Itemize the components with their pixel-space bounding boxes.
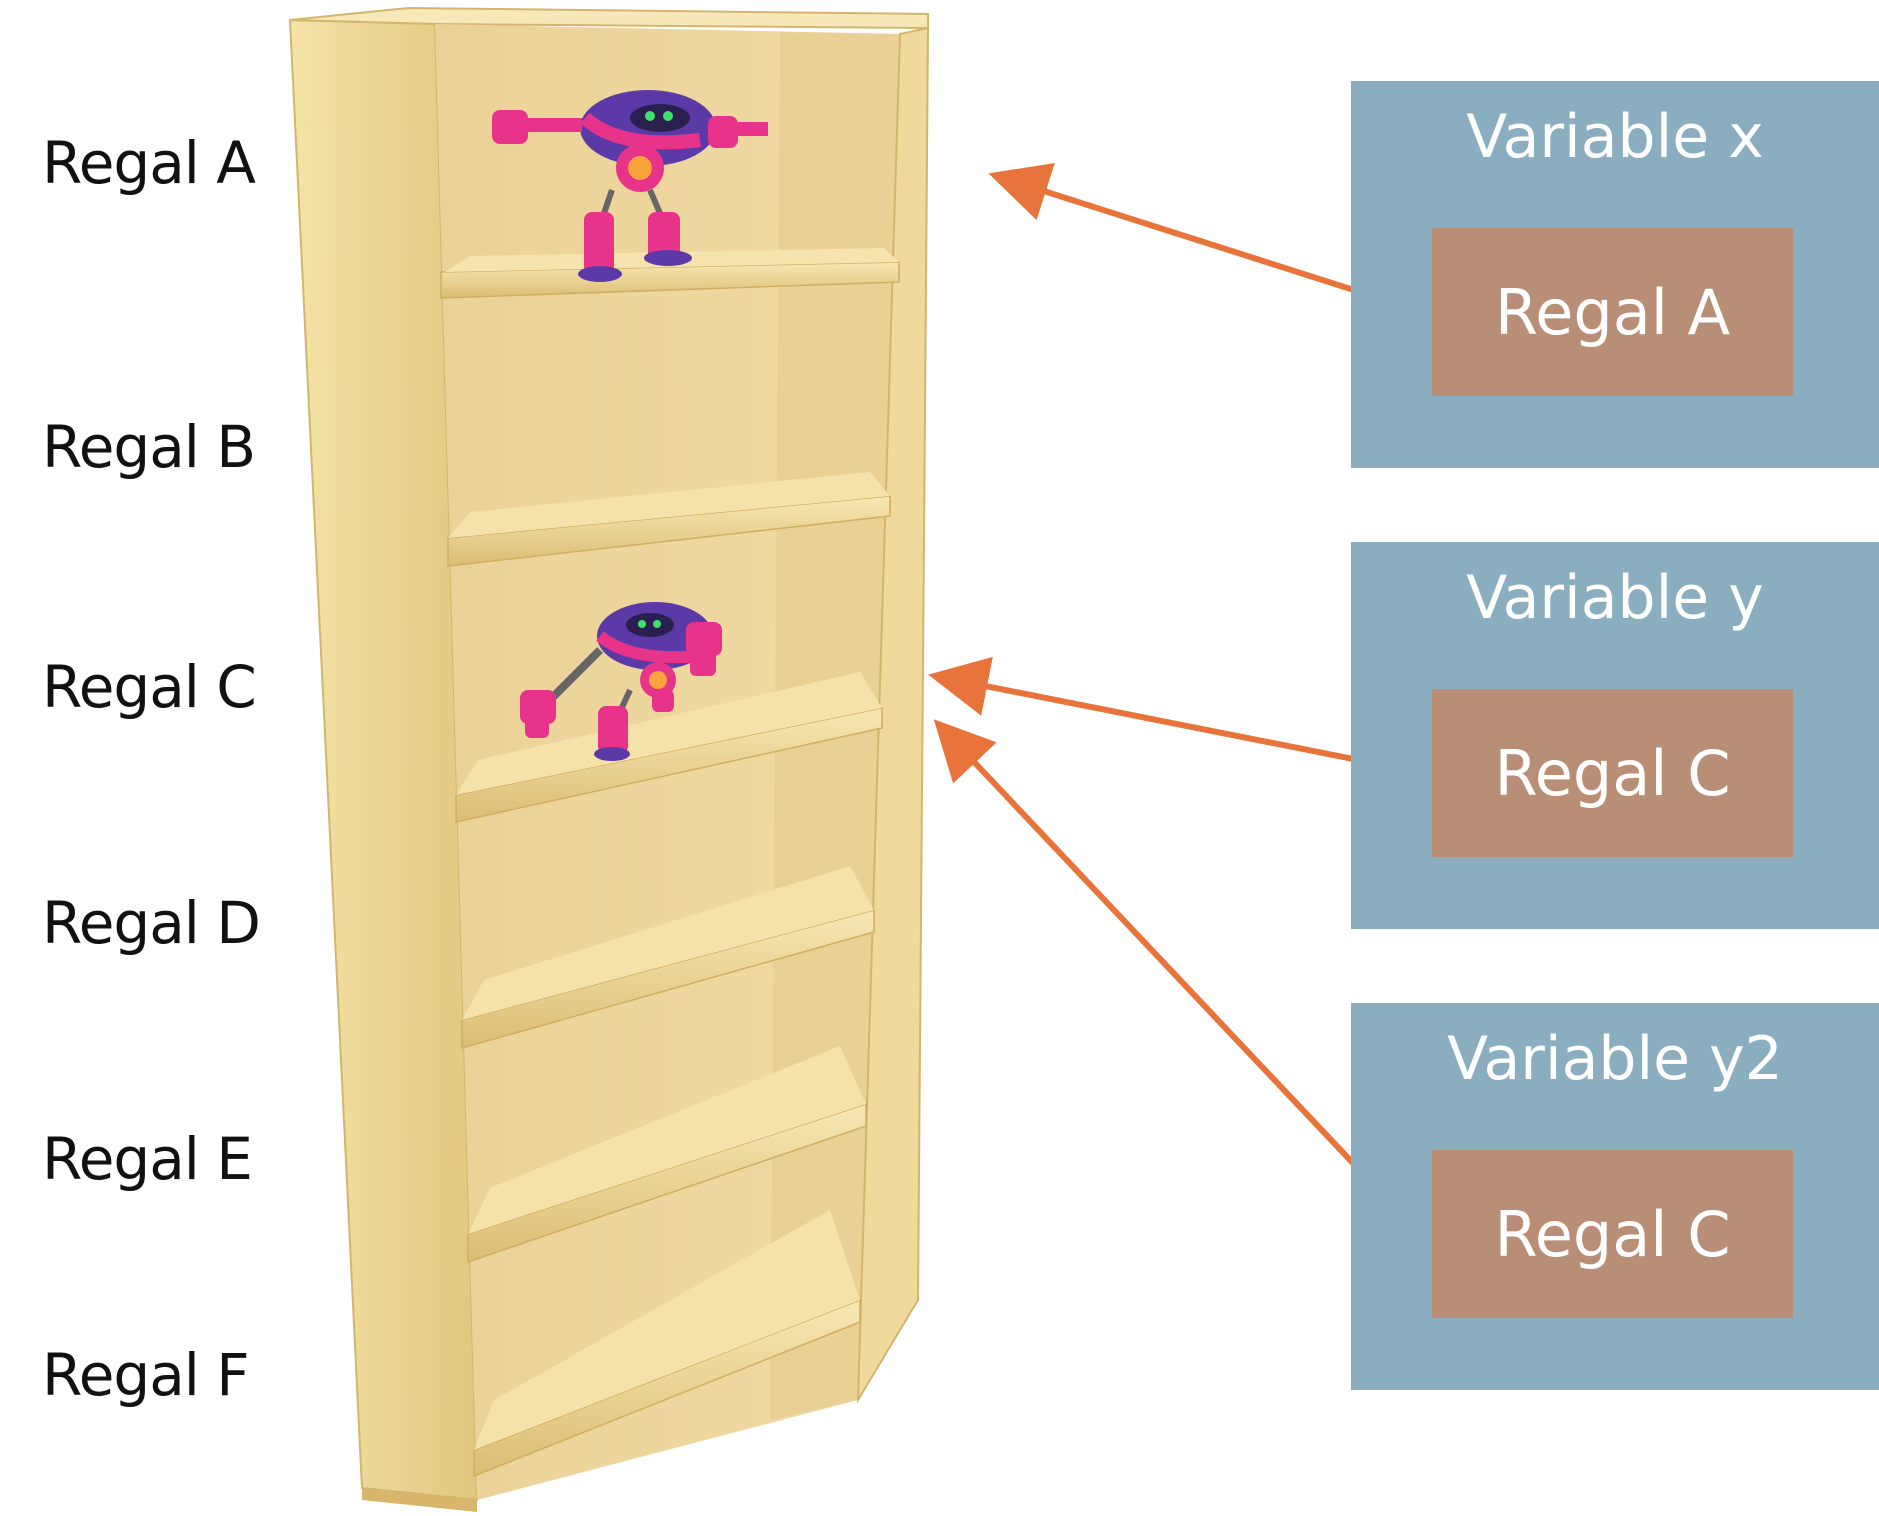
variable-value: Regal A — [1432, 228, 1793, 396]
variable-name: Variable y — [1466, 563, 1764, 633]
variable-value: Regal C — [1432, 1150, 1793, 1318]
robot-figure-top — [492, 90, 768, 282]
variable-box-x: Variable x Regal A — [1351, 81, 1879, 468]
shelf-label-e: Regal E — [42, 1125, 253, 1193]
arrow-variable-y — [928, 656, 1430, 777]
bookshelf — [288, 6, 930, 1512]
shelf-label-a: Regal A — [42, 129, 256, 197]
variable-box-y: Variable y Regal C — [1351, 542, 1879, 929]
variable-name: Variable x — [1466, 102, 1764, 172]
robot-figure-middle — [520, 602, 722, 761]
shelf-label-c: Regal C — [42, 653, 257, 721]
arrow-variable-y2 — [933, 719, 1422, 1236]
shelf-label-b: Regal B — [42, 413, 256, 481]
variable-box-y2: Variable y2 Regal C — [1351, 1003, 1879, 1390]
shelf-label-f: Regal F — [42, 1341, 250, 1409]
variable-name: Variable y2 — [1447, 1024, 1783, 1094]
variable-value: Regal C — [1432, 689, 1793, 857]
shelf-label-d: Regal D — [42, 889, 261, 957]
